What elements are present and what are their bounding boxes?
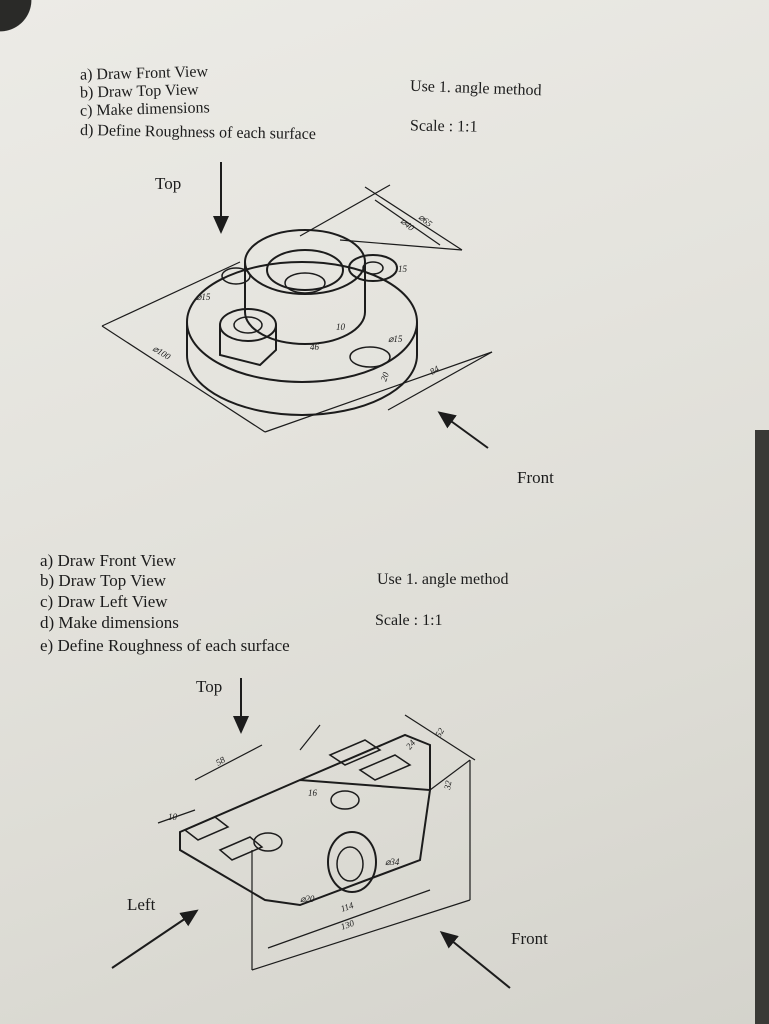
dim-58: 58 xyxy=(214,754,227,767)
dim-15: 15 xyxy=(398,264,408,274)
sheet1-front-arrow-icon xyxy=(437,411,489,449)
bracket-hub-bore xyxy=(336,846,364,882)
lug-back-right xyxy=(348,254,398,282)
bracket-slot-mid xyxy=(358,754,412,781)
dim-d15-a: ⌀15 xyxy=(196,292,211,302)
sheet2-task-c: c) Draw Left View xyxy=(40,592,168,611)
sheet2-task-e: e) Define Roughness of each surface xyxy=(40,636,290,655)
dim-20: 20 xyxy=(378,370,391,382)
lug-hole-front-left xyxy=(233,316,263,334)
hub-side xyxy=(244,262,366,345)
background-edge xyxy=(755,430,769,1024)
dim-d65: ⌀65 xyxy=(417,212,435,229)
bracket-hole-center xyxy=(330,790,360,810)
background-corner xyxy=(0,0,40,40)
sheet2-scale: Scale : 1:1 xyxy=(375,612,443,629)
sheet1-isometric-drawing xyxy=(101,162,493,449)
sheet1-dimension-labels: ⌀65 ⌀40 ⌀15 ⌀15 ⌀100 15 84 20 46 10 xyxy=(151,212,441,383)
bracket-hub xyxy=(327,831,377,893)
dim-d100: ⌀100 xyxy=(151,343,173,362)
dim-d34: ⌀34 xyxy=(385,857,400,867)
dim-84: 84 xyxy=(428,363,441,376)
dim-16: 16 xyxy=(308,788,318,798)
bracket-slot-back xyxy=(328,739,382,766)
sheet2-top-label: Top xyxy=(196,677,223,696)
sheet2-front-arrow-icon xyxy=(439,930,511,989)
lug-body-front-left xyxy=(219,325,277,367)
sheet2-isometric-drawing xyxy=(111,678,511,989)
sheet2-front-label: Front xyxy=(511,929,548,948)
sheet2-left-arrow-icon xyxy=(111,909,199,969)
bracket-slot-left-2 xyxy=(218,836,264,861)
dim-10: 10 xyxy=(168,812,178,822)
hub-bore xyxy=(266,249,344,291)
dim-46: 46 xyxy=(310,342,320,352)
sheet2-left-label: Left xyxy=(127,895,156,914)
dim-d15-b: ⌀15 xyxy=(388,334,403,344)
lug-hole-back-right xyxy=(362,261,384,275)
bracket-slot-left-1 xyxy=(183,816,230,841)
dim-130: 130 xyxy=(339,918,356,932)
base-disc-side xyxy=(186,322,418,416)
sheet2-task-a: a) Draw Front View xyxy=(40,551,177,570)
bracket-hole-left xyxy=(253,832,283,852)
dim-10: 10 xyxy=(336,322,346,332)
sheet2-task-d: d) Make dimensions xyxy=(40,613,179,632)
sheet2-dimension-labels: 58 52 10 24 32 16 ⌀34 ⌀20 114 130 xyxy=(168,726,454,932)
bracket-back-block xyxy=(299,733,431,790)
sheet1-top-label: Top xyxy=(155,174,182,193)
sheet2-method: Use 1. angle method xyxy=(377,571,509,588)
base-hole-left xyxy=(221,267,251,285)
dim-114: 114 xyxy=(339,900,355,914)
dim-d20: ⌀20 xyxy=(300,894,315,904)
base-hole-right xyxy=(349,346,391,368)
hub-inner-bore xyxy=(284,272,326,294)
sheet1-front-label: Front xyxy=(517,468,554,487)
sheet2-task-b: b) Draw Top View xyxy=(40,571,167,590)
dim-32: 32 xyxy=(442,779,454,791)
dim-52: 52 xyxy=(433,726,446,739)
bracket-base xyxy=(179,778,432,907)
lug-front-left xyxy=(219,308,277,342)
